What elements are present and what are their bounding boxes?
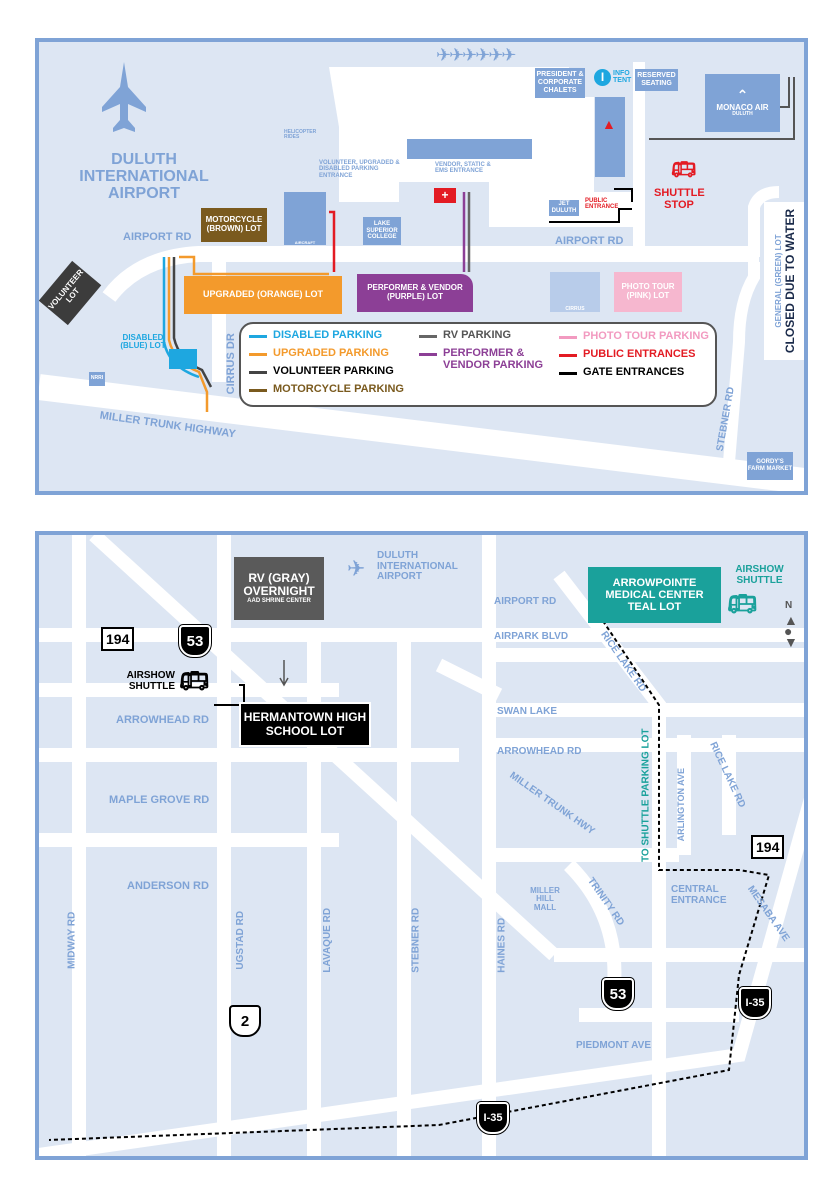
airport-rd-label-left: AIRPORT RD — [123, 231, 192, 243]
legend-photo-tour: PHOTO TOUR PARKING — [559, 330, 709, 343]
hermantown-lot: HERMANTOWN HIGH SCHOOL LOT — [239, 702, 371, 747]
airshow-shuttle-teal-label: AIRSHOW SHUTTLE — [735, 564, 784, 586]
bus-icon: 🚌︎ — [671, 159, 697, 181]
volunteer-entrance-label: VOLUNTEER, UPGRADED & DISABLED PARKING E… — [319, 160, 400, 179]
airpark-blvd: AIRPARK BLVD — [494, 631, 569, 642]
upgraded-lot: UPGRADED (ORANGE) LOT — [184, 276, 342, 314]
up-arrow-icon: ▲ — [602, 116, 616, 132]
site-roads — [39, 62, 804, 491]
i35-shield-south: I-35 — [476, 1101, 510, 1135]
public-entrance-label: PUBLIC ENTRANCE — [585, 198, 619, 211]
legend-motorcycle: MOTORCYCLE PARKING — [249, 383, 404, 396]
to-shuttle-label: TO SHUTTLE PARKING LOT — [640, 728, 652, 863]
maple-grove-rd: MAPLE GROVE RD — [109, 794, 210, 806]
reserved-seating: RESERVED SEATING — [635, 69, 678, 91]
airport-rd: AIRPORT RD — [494, 596, 557, 607]
legend-rv: RV PARKING — [419, 329, 511, 342]
photo-tour-lot: PHOTO TOUR (PINK) LOT — [614, 272, 682, 312]
route-194-sign-east: 194 — [751, 835, 785, 859]
performer-vendor-lot: PERFORMER & VENDOR (PURPLE) LOT — [357, 274, 473, 312]
legend-gate: GATE ENTRANCES — [559, 366, 684, 379]
gordys-farm-market: GORDY'S FARM MARKET — [747, 452, 793, 480]
piedmont-ave: PIEDMONT AVE — [576, 1040, 652, 1051]
north-label: N — [785, 600, 793, 611]
i35-shield-east: I-35 — [738, 986, 772, 1020]
monaco-sub: DULUTH — [732, 111, 753, 118]
jet-duluth: JET DULUTH — [549, 200, 579, 216]
lake-superior-college: LAKE SUPERIOR COLLEGE — [363, 217, 401, 245]
route-194-sign: 194 — [101, 627, 135, 651]
arlington-ave: ARLINGTON AVE — [675, 768, 686, 842]
airport-site-map: DULUTH INTERNATIONAL AIRPORT ✈✈✈✈✈✈ PRES… — [35, 38, 808, 495]
shuttle-stop-label: SHUTTLE STOP — [654, 187, 705, 211]
legend-upgraded: UPGRADED PARKING — [249, 347, 389, 360]
legend-public: PUBLIC ENTRANCES — [559, 348, 695, 361]
cirrus-logo: CIRRUS — [550, 272, 600, 312]
city-roads — [39, 535, 804, 1156]
arrowpointe-teal-lot: ARROWPOINTE MEDICAL CENTER TEAL LOT — [588, 567, 721, 623]
arrowhead-rd-west: ARROWHEAD RD — [116, 714, 209, 726]
legend-performer: PERFORMER & VENDOR PARKING — [419, 347, 547, 371]
disabled-lot — [169, 349, 197, 369]
cirrus-dr-label: CIRRUS DR — [224, 333, 237, 395]
closed-label: CLOSED DUE TO WATER — [782, 208, 797, 354]
info-tent-label: INFO TENT — [613, 70, 632, 85]
cirrus-aircraft-logo: AIRCRAFT — [284, 192, 326, 245]
airport-title: DULUTH INTERNATIONAL AIRPORT — [79, 151, 209, 202]
arrowhead-rd-east: ARROWHEAD RD — [497, 746, 582, 757]
info-icon: i — [594, 69, 611, 86]
bus-icon-black: 🚌︎ — [179, 668, 210, 695]
legend-volunteer: VOLUNTEER PARKING — [249, 365, 394, 378]
disabled-lot-label: DISABLED (BLUE) LOT — [120, 333, 166, 351]
miller-hill-mall: MILLER HILL MALL — [530, 886, 560, 912]
rv-sub: AAD SHRINE CENTER — [247, 598, 311, 605]
monaco-label: MONACO AIR — [716, 102, 769, 112]
airport-label: DULUTH INTERNATIONAL AIRPORT — [377, 550, 458, 582]
monaco-logo-icon: ⌃ — [736, 87, 749, 104]
lavaque-rd: LAVAQUE RD — [322, 907, 334, 973]
stebner-rd: STEBNER RD — [410, 907, 422, 973]
motorcycle-lot: MOTORCYCLE (BROWN) LOT — [201, 208, 267, 242]
route-53-shield: 53 — [178, 624, 212, 658]
helicopter-rides-label: HELICOPTER RIDES — [284, 129, 317, 141]
swan-lake: SWAN LAKE — [497, 706, 557, 717]
jet-icon: ✈︎ — [347, 556, 366, 581]
haines-rd: HAINES RD — [496, 917, 508, 973]
compass-icon: ▲●▼ — [784, 612, 798, 651]
nrri: NRRI — [89, 372, 105, 386]
rv-title: RV (GRAY) OVERNIGHT — [243, 571, 315, 599]
airport-rd-label-right: AIRPORT RD — [555, 235, 624, 247]
vendor-entrance-label: VENDOR, STATIC & EMS ENTRANCE — [435, 162, 491, 175]
anderson-rd: ANDERSON RD — [127, 880, 209, 892]
central-entrance: CENTRAL ENTRANCE — [671, 884, 727, 906]
ems-cross-icon: + — [434, 188, 456, 203]
airshow-shuttle-black-label: AIRSHOW SHUTTLE — [126, 670, 175, 692]
general-lot-closed-sign: GENERAL (GREEN) LOT CLOSED DUE TO WATER — [764, 202, 804, 360]
president-chalets: PRESIDENT & CORPORATE CHALETS — [535, 68, 585, 98]
legend: DISABLED PARKING UPGRADED PARKING VOLUNT… — [239, 322, 717, 407]
bus-icon: 🚌︎ — [727, 591, 758, 618]
ugstad-rd: UGSTAD RD — [235, 910, 247, 970]
jet-icon — [102, 62, 146, 132]
parked-planes-icon: ✈✈✈✈✈✈ — [436, 45, 516, 65]
route-53-shield-south: 53 — [601, 977, 635, 1011]
route-2-shield: 2 — [229, 1005, 261, 1037]
legend-disabled: DISABLED PARKING — [249, 329, 382, 342]
midway-rd: MIDWAY RD — [66, 911, 78, 969]
